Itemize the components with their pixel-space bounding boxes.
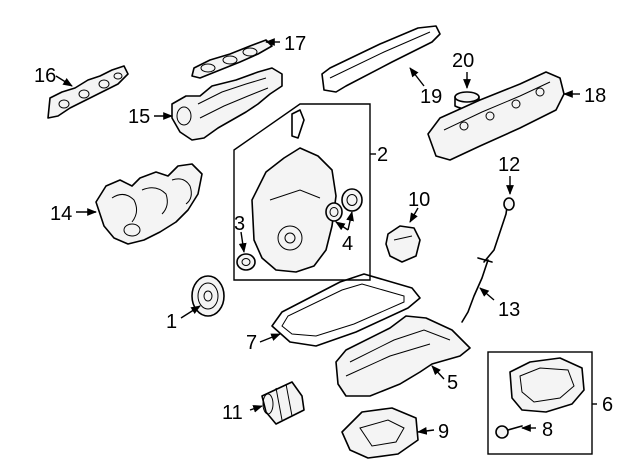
callout-3: 3 <box>234 213 245 235</box>
callout-9: 9 <box>438 421 449 443</box>
timing-cover-group-box <box>233 103 371 281</box>
callout-20: 20 <box>452 50 474 72</box>
oil-pan-kit-group-box <box>487 351 593 455</box>
callout-5: 5 <box>447 372 458 394</box>
drain-plug-part <box>495 425 523 439</box>
callout-labels: 1 2 3 4 5 6 7 8 9 10 11 12 13 14 15 16 1… <box>34 33 613 443</box>
callout-15: 15 <box>128 106 150 128</box>
mount-bracket-part <box>385 225 421 263</box>
crankshaft-pulley-part <box>191 275 225 317</box>
callout-7: 7 <box>246 332 257 354</box>
exhaust-manifold-gasket-part <box>47 65 129 119</box>
callout-12: 12 <box>498 154 520 176</box>
lower-oil-pan-part <box>341 407 419 459</box>
exhaust-manifold-part <box>95 163 203 245</box>
crankshaft-seal-part <box>236 253 256 271</box>
callout-8: 8 <box>542 419 553 441</box>
oil-pan-gasket-part <box>271 273 421 347</box>
callout-11: 11 <box>222 402 243 424</box>
dipstick-part <box>483 197 515 263</box>
dipstick-tube-part <box>461 257 493 323</box>
callout-18: 18 <box>584 85 606 107</box>
callout-2: 2 <box>377 144 388 166</box>
callout-13: 13 <box>498 299 520 321</box>
upper-oil-pan-part <box>335 315 471 397</box>
oil-filter-part <box>261 381 305 425</box>
callout-4: 4 <box>342 233 353 255</box>
callout-19: 19 <box>420 86 442 108</box>
valve-cover-gasket-part <box>321 25 441 93</box>
camshaft-seals-part <box>325 188 363 222</box>
timing-cover-part <box>251 109 337 273</box>
oil-pan-kit-part <box>509 357 585 413</box>
callout-10: 10 <box>408 189 430 211</box>
callout-17: 17 <box>284 33 306 55</box>
callout-6: 6 <box>602 394 613 416</box>
callout-14: 14 <box>50 203 72 225</box>
intake-manifold-part <box>171 67 283 141</box>
intake-gasket-part <box>191 39 273 79</box>
leader-lines <box>55 38 597 435</box>
callout-16: 16 <box>34 65 56 87</box>
valve-cover-part <box>427 71 565 161</box>
callout-1: 1 <box>166 311 177 333</box>
